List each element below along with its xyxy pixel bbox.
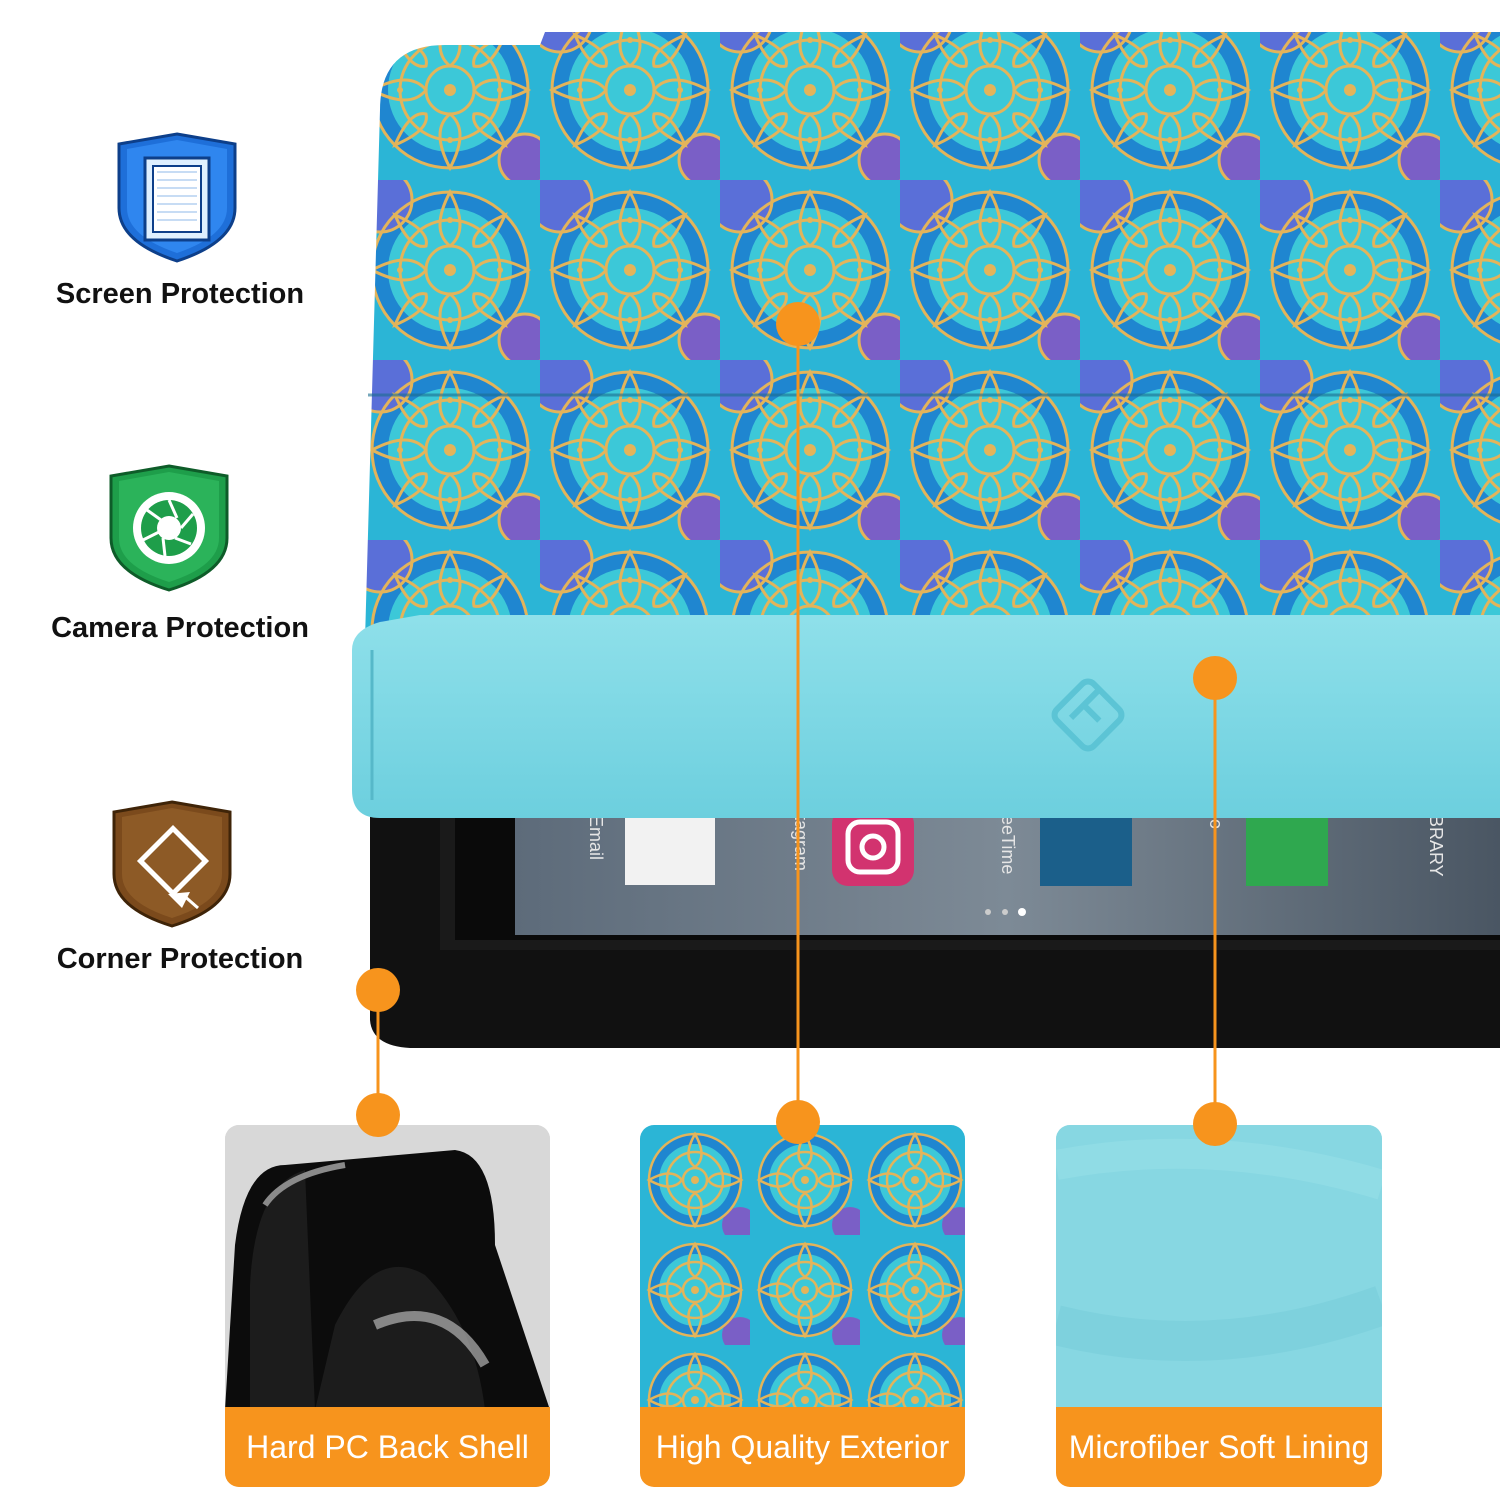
card-label: Microfiber Soft Lining xyxy=(1056,1407,1382,1487)
corner-shield-icon xyxy=(112,800,232,928)
high-quality-exterior-card: High Quality Exterior xyxy=(640,1125,965,1487)
tablet-case-illustration: Email tagram eeTime lo BRARY xyxy=(352,32,1500,1048)
back-shell-closeup-image xyxy=(225,1125,550,1410)
app-label: BRARY xyxy=(1426,815,1446,877)
feature-label: Screen Protection xyxy=(55,278,305,310)
lining-fabric-closeup-image xyxy=(1056,1125,1382,1410)
microfiber-soft-lining-card: Microfiber Soft Lining xyxy=(1056,1125,1382,1487)
brand-logo xyxy=(1051,678,1125,752)
app-label: tagram xyxy=(791,815,811,871)
hard-pc-back-shell-card: Hard PC Back Shell xyxy=(225,1125,550,1487)
camera-shield-icon xyxy=(109,464,229,592)
exterior-pattern-closeup-image xyxy=(640,1125,965,1410)
card-label: High Quality Exterior xyxy=(640,1407,965,1487)
feature-label: Corner Protection xyxy=(56,943,304,975)
feature-label: Camera Protection xyxy=(51,612,309,644)
screen-shield-icon xyxy=(117,132,237,263)
app-label: Email xyxy=(586,815,606,860)
app-label: eeTime xyxy=(998,815,1018,874)
card-label: Hard PC Back Shell xyxy=(225,1407,550,1487)
